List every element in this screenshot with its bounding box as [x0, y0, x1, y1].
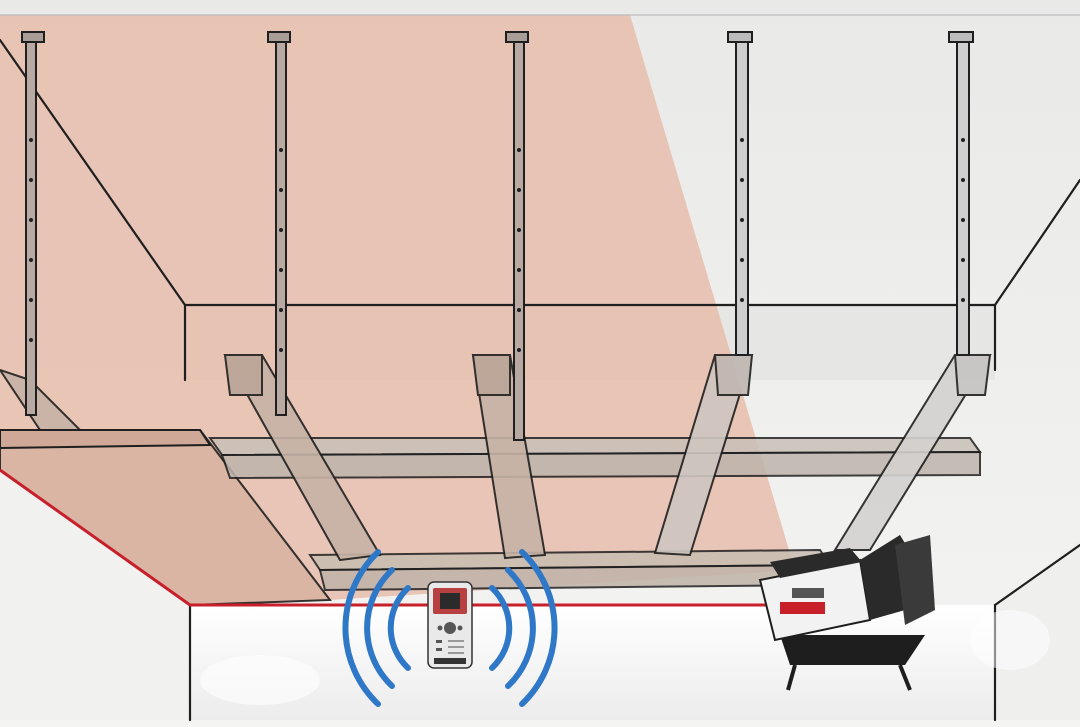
hanger-rods	[21, 31, 974, 441]
signal-waves	[342, 549, 558, 707]
light-glow-left	[200, 655, 320, 705]
cross-beam	[208, 437, 982, 480]
joists	[0, 354, 992, 562]
laser-line	[0, 468, 775, 607]
laser-receiver	[427, 581, 473, 669]
left-side-wall	[0, 470, 190, 720]
rod-holes	[29, 138, 965, 352]
ceiling-slab	[0, 429, 332, 607]
line-laser-device	[758, 535, 935, 691]
light-glow-right	[970, 610, 1050, 670]
